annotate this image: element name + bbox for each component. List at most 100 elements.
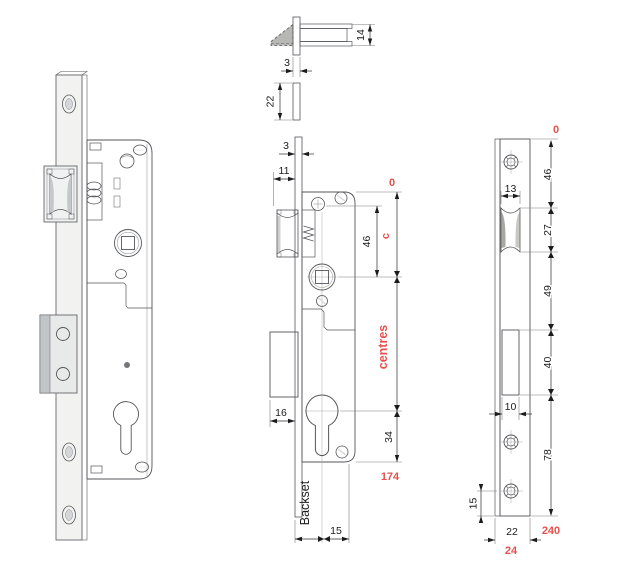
case-slot-upper [113,177,121,190]
dim-label-14: 14 [355,29,367,41]
faceplate-hole-mid [499,430,523,454]
case-bottom-slot [90,465,103,474]
dim-label-27: 27 [542,224,554,236]
dimension-plate-width-22: 22 [263,82,292,121]
faceplate-face [499,138,531,517]
follower-ring-side [311,266,333,288]
dim-label-origin: 0 [389,177,395,189]
faceplate-strip-detail [292,16,301,56]
latch-cutout [500,206,521,254]
dim-label-46: 46 [361,236,373,248]
case-screw-mid-slot [318,297,326,305]
extension-lines-side [326,191,402,463]
case-slot-lower [113,195,121,208]
latch-bolt-body [299,28,348,42]
faceplate-side [81,74,88,541]
hole-shading [120,155,134,159]
follower-square-side [315,270,329,284]
latch-spring [302,225,315,242]
latch-bolt-detail: 14 3 22 [263,16,375,121]
case-round-hole [119,153,135,169]
dim-label-174: 174 [381,471,400,483]
dim-label-34: 34 [383,431,395,443]
dim-label-46f: 46 [542,169,554,181]
bottom-screw [135,461,149,473]
case-top-slot [89,142,102,151]
faceplate-edge [494,138,501,517]
dim-label-3: 3 [283,140,289,152]
dim-label-10: 10 [505,401,517,413]
faceplate-cross-section [292,82,301,121]
spindle-follower [114,229,142,257]
dimension-chain-faceplate: 0 46 27 49 40 78 [541,124,559,516]
dim-label-15: 15 [330,525,342,537]
dim-label-13: 13 [505,183,517,195]
lock-case-side-view: 3 11 46 0 [269,136,402,543]
top-screw [133,144,147,156]
faceplate-front [55,74,83,541]
dimension-strip-thickness-3: 3 [279,140,314,157]
deadbolt-cutout [501,329,520,396]
dim-label-16: 16 [275,407,287,419]
deadbolt-side [269,331,299,398]
latch-rail-top [299,23,353,29]
extension-lines-faceplate [520,138,558,517]
dim-label-24: 24 [505,545,518,557]
dim-label-49: 49 [542,285,554,297]
case-screw-bottom-slot [337,448,347,456]
dim-label-240: 240 [542,525,560,537]
spring-cavity [301,209,316,258]
case-screw-mid [316,295,328,307]
dim-label-origin-face: 0 [553,124,559,136]
dimension-hole-to-follower-46: 46 [360,206,380,277]
dimension-latch-width-13: 13 [500,182,521,204]
dim-label-40: 40 [542,357,554,369]
dim-label-c: c [380,233,392,239]
deadbolt-3d [39,314,78,394]
case-screw-top [334,191,348,205]
dimension-backset: Backset 15 [294,464,350,543]
dimension-hole-offset-15: 15 [466,484,497,523]
case-screw-bottom [335,445,349,459]
dim-label-backset: Backset [298,480,312,525]
spindle-follower-side [308,263,336,291]
euro-cylinder-cutout [305,394,339,457]
assembled-lock-illustration [39,71,153,541]
dimension-width-22: 22 [484,518,541,544]
dim-label-15f: 15 [468,498,480,510]
case-step-contour [87,282,152,309]
dim-label-11: 11 [279,165,290,177]
follower-ring [116,231,140,255]
anti-saw-pin [56,367,70,381]
faceplate-hole-bottom [499,479,523,503]
dim-label-centres: centres [376,325,390,370]
latch-rail-bottom [299,41,353,47]
faceplate-strip-side [294,136,303,518]
roller-latch-3d [43,165,78,223]
lock-case-body [301,191,356,463]
case-pin [124,362,130,368]
roller-bolt-side [276,209,299,258]
faceplate-hole-top [499,150,523,174]
dimension-latch-projection-11: 11 [273,165,295,206]
lock-case-3d [86,139,153,480]
dimension-latch-height-14: 14 [352,24,375,46]
faceplate-screw-hole [62,505,76,525]
dim-label-3: 3 [284,57,290,69]
dim-label-22f: 22 [506,526,518,538]
faceplate-top-bevel [55,71,88,76]
fixing-hole [311,197,325,211]
follower-square-hole [121,236,135,250]
case-screw-top-slot [336,194,346,202]
faceplate-screw-hole [62,94,76,114]
small-screw-slot [116,271,126,277]
faceplate-front-view: 0 46 27 49 40 78 13 10 [466,124,560,557]
latch-spring-box [86,162,103,221]
dimension-bolt-throw-16: 16 [269,400,295,427]
dimension-bolt-width-10: 10 [489,397,532,420]
dimension-chain-side: 0 c centres 34 174 [376,177,400,483]
anti-saw-pin [56,327,70,341]
dimension-plate-thickness-3: 3 [281,57,312,77]
case-step-line [302,308,355,331]
